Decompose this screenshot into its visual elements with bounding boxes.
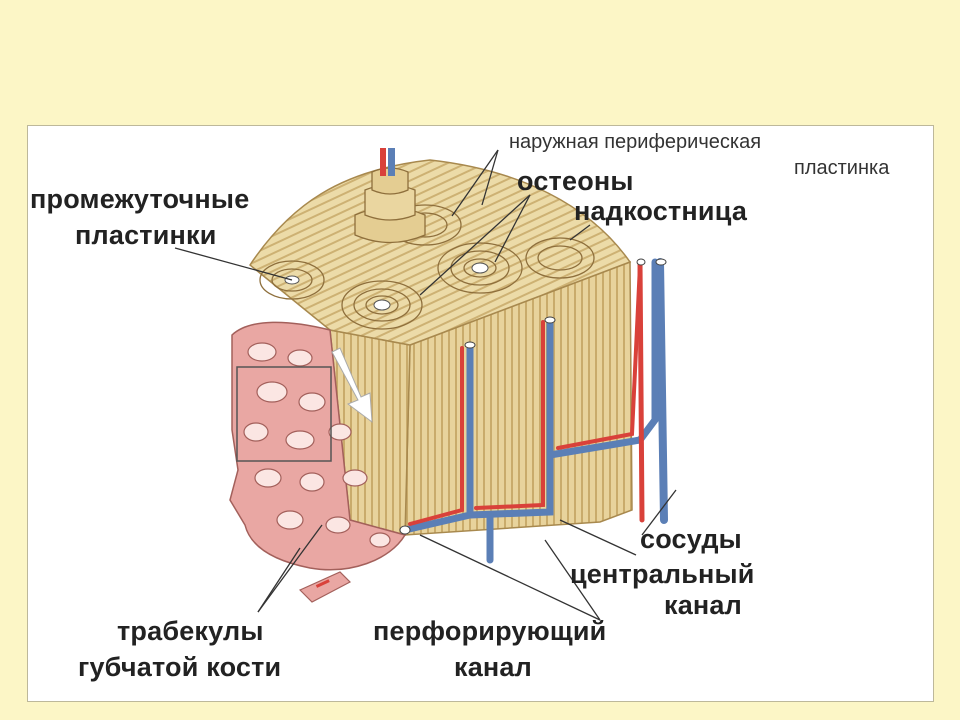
perforating-canal-label-line1: перфорирующий [373,616,607,646]
interstitial-lamellae-label-line2: пластинки [75,220,217,250]
pointer-lines [174,149,677,621]
perforating-canal-label-line2: канал [454,652,533,682]
magnification-box [236,366,332,462]
spongy-bone [229,321,407,603]
periosteum-label: надкостница [574,196,748,226]
arrow-icon [331,347,373,424]
osteon-rings [259,204,595,330]
trabeculae-label-line2: губчатой кости [78,652,282,682]
vein-top [388,148,395,176]
trabeculae-label-line1: трабекулы [117,616,264,646]
artery-top [380,148,386,176]
central-canal-label-line2: канал [664,590,743,620]
compact-bone-top [248,148,632,346]
osteons-label: остеоны [517,166,634,196]
central-canal-label-line1: центральный [570,559,755,589]
interstitial-lamellae-label-line1: промежуточные [30,184,250,214]
outer-lamella-label-line2: пластинка [794,157,890,179]
vessels-label: сосуды [640,524,742,554]
osteon-column [354,167,426,244]
outer-lamella-label-line1: наружная периферическая [509,131,762,153]
vessel-network [399,258,668,564]
